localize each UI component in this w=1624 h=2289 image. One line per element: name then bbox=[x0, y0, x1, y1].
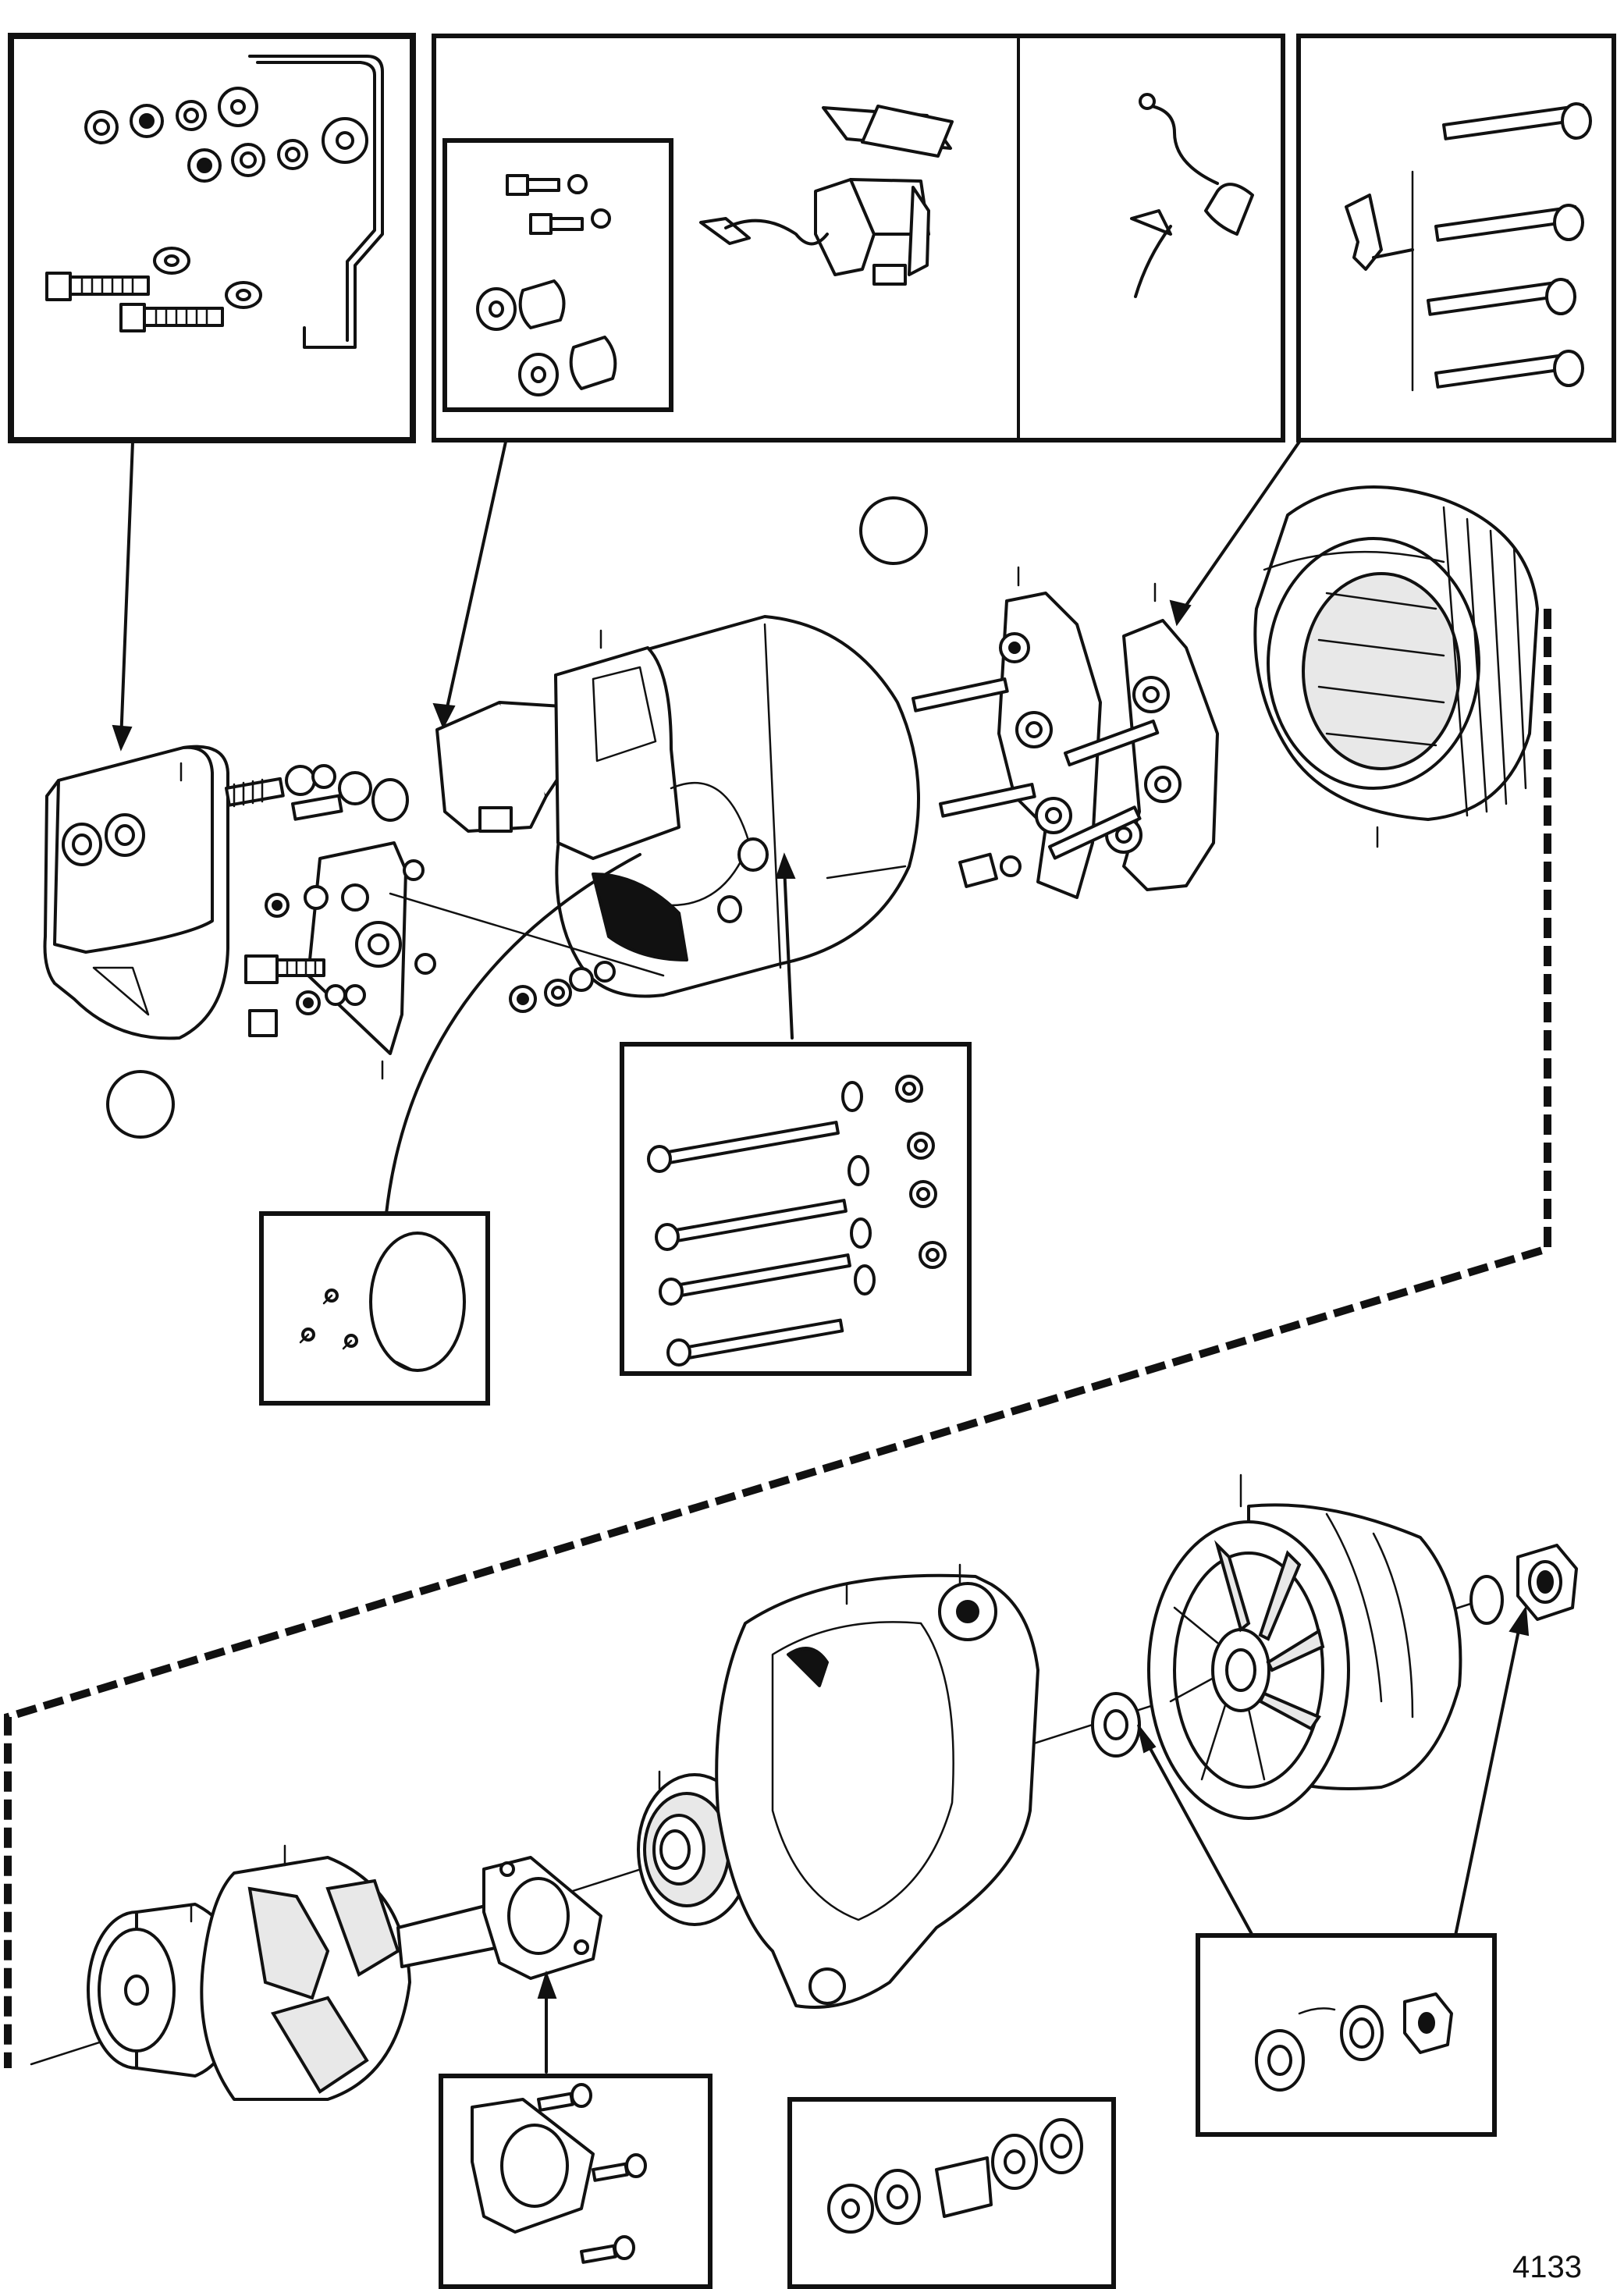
rotor bbox=[87, 1856, 528, 2101]
inset-box-bushing-set bbox=[787, 2097, 1116, 2289]
through-bolt-set bbox=[647, 1121, 851, 1367]
inset-box-retaining-ring bbox=[259, 1211, 490, 1406]
drive-end-housing bbox=[715, 1573, 1039, 2009]
pulley-nut bbox=[1516, 1544, 1578, 1621]
rectifier-clip bbox=[1345, 194, 1383, 271]
suppression-capacitor bbox=[1130, 93, 1254, 298]
inset-box-nuts-bolts-bracket bbox=[8, 33, 416, 443]
brush-holder-gasket bbox=[861, 105, 954, 158]
nut-washer-set bbox=[84, 87, 368, 183]
inset-box-brush-holder bbox=[432, 34, 1285, 443]
spacer-washer bbox=[1091, 1692, 1141, 1758]
reference-circle-upper bbox=[859, 496, 928, 565]
bracket-wire bbox=[248, 55, 384, 349]
reference-circle-left bbox=[106, 1070, 175, 1139]
rear-cover bbox=[43, 745, 229, 1040]
inset-box-rectifier-screws bbox=[1296, 34, 1616, 443]
housing-fasteners-front bbox=[389, 892, 665, 1013]
regulator-hardware bbox=[244, 859, 436, 1037]
stator bbox=[1253, 485, 1539, 821]
screw-set-small bbox=[506, 174, 611, 235]
bearing-retainer-plate bbox=[482, 1856, 602, 1980]
terminal-stud-assembly bbox=[225, 764, 409, 822]
pulley-and-fan bbox=[1147, 1503, 1462, 1820]
retainer-screw-set bbox=[537, 2083, 647, 2264]
drawing-number: 4133 bbox=[1512, 2250, 1582, 2284]
through-bolt-nuts bbox=[895, 1075, 947, 1269]
slip-ring-end-housing bbox=[554, 615, 920, 998]
inset-box-pulley-hardware bbox=[1196, 1933, 1497, 2137]
bolt-set bbox=[45, 247, 262, 332]
pulley-washer bbox=[1469, 1575, 1504, 1625]
rectifier-diode-plates bbox=[912, 592, 1219, 899]
insulating-bushing-set bbox=[476, 279, 617, 396]
dashed-assembly-boundary bbox=[4, 609, 1551, 2068]
inset-box-retainer-screws bbox=[439, 2074, 712, 2289]
inset-box-through-bolts bbox=[620, 1042, 972, 1376]
fan-blades bbox=[1169, 1540, 1325, 1781]
item-leader-ticks bbox=[179, 566, 1379, 1923]
long-screw-set bbox=[1427, 102, 1592, 389]
regulator-plate bbox=[307, 841, 407, 1055]
through-bolt-washers bbox=[841, 1081, 876, 1296]
